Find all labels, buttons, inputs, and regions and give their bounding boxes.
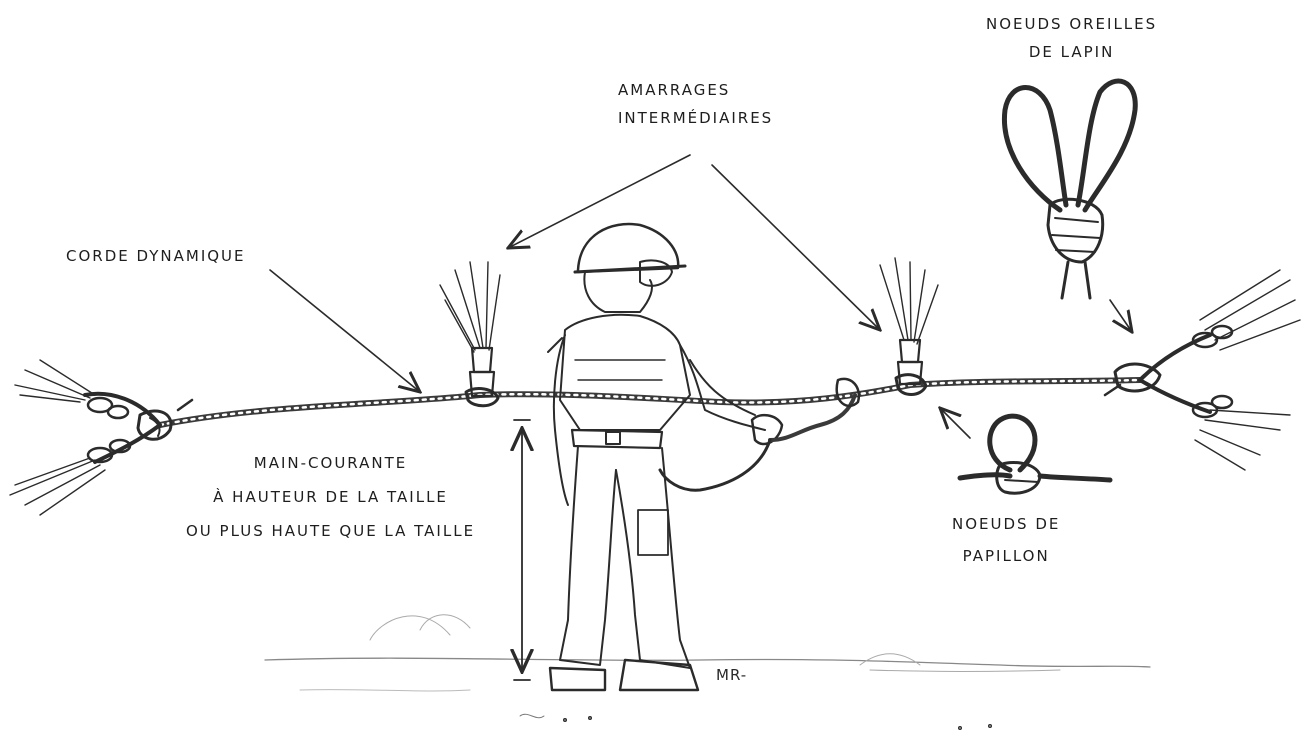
label-amarrages-line-2: INTERMÉDIAIRES [618, 104, 773, 132]
label-papillon-line-2: PAPILLON [952, 540, 1060, 572]
label-main-courante-line-2: À HAUTEUR DE LA TAILLE [186, 480, 475, 514]
label-main-courante-line-1: MAIN-COURANTE [186, 446, 475, 480]
intermediate-anchor-right [880, 258, 938, 395]
label-oreilles-line-1: NOEUDS OREILLES [986, 10, 1157, 38]
bunny-ears-knot [1004, 81, 1135, 298]
ground [265, 615, 1150, 730]
dynamic-rope [160, 380, 1140, 425]
height-marker [514, 420, 530, 680]
amarrages-arrow-right [712, 165, 880, 330]
amarrages-arrow-left [508, 155, 690, 248]
label-oreilles-line-2: DE LAPIN [986, 38, 1157, 66]
left-anchor [10, 360, 192, 515]
corde-arrow [270, 270, 420, 392]
label-corde-dynamique: CORDE DYNAMIQUE [66, 242, 246, 270]
label-noeuds-oreilles-de-lapin: NOEUDS OREILLES DE LAPIN [986, 10, 1157, 66]
label-noeuds-de-papillon: NOEUDS DE PAPILLON [952, 508, 1060, 572]
label-papillon-line-1: NOEUDS DE [952, 508, 1060, 540]
oreilles-arrow [1110, 300, 1132, 332]
label-main-courante: MAIN-COURANTE À HAUTEUR DE LA TAILLE OU … [186, 446, 475, 548]
label-amarrages-line-1: AMARRAGES [618, 76, 773, 104]
right-anchor [1105, 270, 1300, 470]
worker-figure [548, 224, 859, 690]
butterfly-knot [960, 416, 1110, 493]
label-main-courante-line-3: OU PLUS HAUTE QUE LA TAILLE [186, 514, 475, 548]
papillon-arrow [940, 408, 970, 438]
artist-signature: MR- [716, 666, 747, 684]
label-amarrages-intermediaires: AMARRAGES INTERMÉDIAIRES [618, 76, 773, 132]
label-corde-line: CORDE DYNAMIQUE [66, 242, 246, 270]
intermediate-anchor-left [440, 262, 500, 406]
